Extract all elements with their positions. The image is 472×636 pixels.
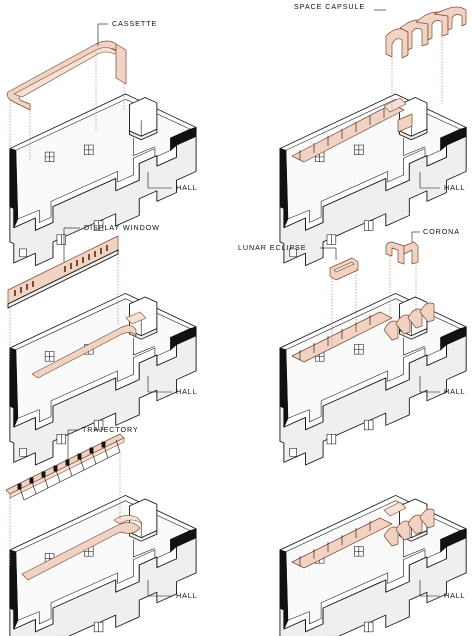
- capsule-rows: [291, 97, 413, 163]
- lunar-eclipse-installation: [329, 257, 359, 281]
- capsule-arches-inside: [383, 508, 435, 547]
- label-trajectory: TRAJECTORY: [82, 425, 139, 434]
- cassette-installation: [6, 40, 127, 111]
- panel-combined: HALL: [279, 494, 467, 636]
- display-window-installation: [7, 235, 119, 309]
- label-hall: HALL: [444, 591, 466, 600]
- label-hall: HALL: [444, 183, 466, 192]
- label-hall: HALL: [444, 387, 466, 396]
- projection-lines: [9, 52, 125, 160]
- trajectory-installation: [5, 433, 125, 501]
- panel-lunar-corona: LUNAR ECLIPSE CORONA HALL: [238, 227, 467, 466]
- building-model: [9, 93, 197, 267]
- capsule-arches-inside: [383, 302, 435, 341]
- label-corona: CORONA: [423, 227, 460, 236]
- capsule-arches: [385, 6, 467, 59]
- panel-display-window: DISPLAY WINDOW HALL: [7, 223, 198, 466]
- label-hall: HALL: [176, 387, 198, 396]
- label-hall: HALL: [176, 591, 198, 600]
- corona-installation: [385, 241, 419, 265]
- panel-space-capsule: SPACE CAPSULE HALL: [279, 2, 467, 267]
- building-model: [9, 292, 197, 466]
- panel-trajectory: TRAJECTORY HALL: [5, 425, 198, 636]
- label-lunar-eclipse: LUNAR ECLIPSE: [238, 243, 306, 252]
- label-cassette: CASSETTE: [112, 19, 157, 28]
- label-hall: HALL: [176, 183, 198, 192]
- label-space-capsule: SPACE CAPSULE: [294, 2, 365, 11]
- panel-cassette: CASSETTE HALL: [6, 19, 198, 267]
- label-display-window: DISPLAY WINDOW: [84, 223, 160, 232]
